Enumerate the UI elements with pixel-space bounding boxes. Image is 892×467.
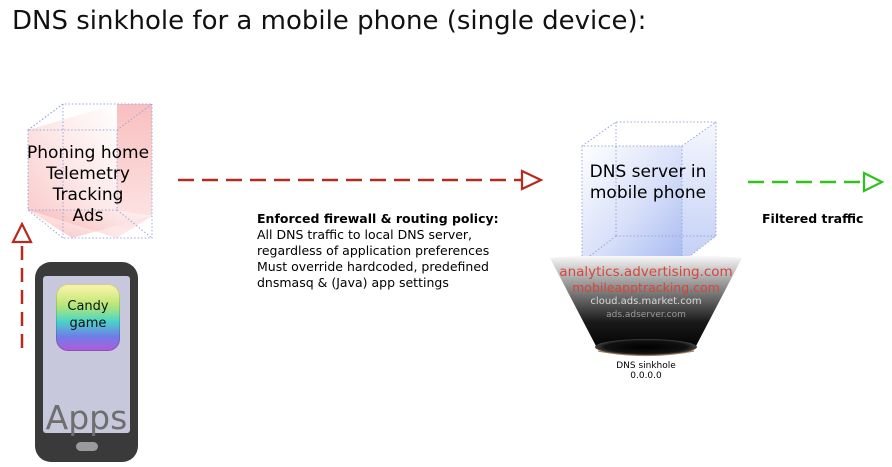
up-arrow bbox=[11, 221, 33, 348]
tracking-traffic-label: Phoning home Telemetry Tracking Ads bbox=[26, 143, 150, 227]
tracking-line-1: Phoning home bbox=[26, 143, 150, 163]
sinkhole-caption: DNS sinkhole 0.0.0.0 bbox=[596, 361, 696, 381]
tracking-traffic-cube bbox=[26, 103, 154, 239]
home-button[interactable] bbox=[76, 442, 98, 451]
dns-server-line-2: mobile phone bbox=[589, 183, 707, 203]
apps-label: Apps bbox=[45, 398, 128, 437]
policy-line-4: dnsmasq & (Java) app settings bbox=[257, 275, 449, 290]
mobile-phone: Candy game Apps bbox=[35, 262, 138, 462]
dns-server-cube bbox=[580, 121, 718, 263]
sinkholed-domain: mobileapptracking.com bbox=[572, 280, 720, 295]
sinkhole-address: 0.0.0.0 bbox=[630, 371, 662, 381]
sinkholed-domain: analytics.advertising.com bbox=[559, 264, 733, 280]
policy-arrow bbox=[178, 169, 544, 191]
dns-server-label: DNS server in mobile phone bbox=[578, 162, 718, 204]
tracking-line-2: Telemetry bbox=[46, 164, 130, 184]
policy-line-2: regardless of application preferences bbox=[257, 243, 490, 258]
sinkholed-domain: cloud.ads.market.com bbox=[590, 296, 702, 307]
tracking-line-4: Ads bbox=[72, 206, 104, 226]
dns-server-line-1: DNS server in bbox=[589, 162, 707, 182]
sinkhole-funnel bbox=[550, 256, 742, 357]
policy-line-1: All DNS traffic to local DNS server, bbox=[257, 227, 473, 242]
candy-game-label-text: Candy game bbox=[67, 299, 109, 331]
candy-game-app-icon[interactable]: Candy game bbox=[56, 284, 120, 351]
sinkholed-domain: ads.adserver.com bbox=[606, 310, 686, 320]
policy-note: Enforced firewall & routing policy: All … bbox=[257, 211, 499, 291]
policy-heading: Enforced firewall & routing policy: bbox=[257, 211, 499, 226]
sinkholed-domains: analytics.advertising.com mobileapptrack… bbox=[546, 255, 746, 365]
filtered-traffic-label: Filtered traffic bbox=[762, 211, 864, 226]
filtered-arrow bbox=[748, 171, 885, 193]
phone-screen: Candy game Apps bbox=[43, 276, 130, 437]
tracking-line-3: Tracking bbox=[52, 185, 124, 205]
candy-game-label: Candy game bbox=[56, 298, 120, 332]
policy-line-3: Must override hardcoded, predefined bbox=[257, 259, 489, 274]
sinkhole-label: DNS sinkhole bbox=[616, 361, 676, 371]
diagram-title: DNS sinkhole for a mobile phone (single … bbox=[12, 6, 647, 36]
